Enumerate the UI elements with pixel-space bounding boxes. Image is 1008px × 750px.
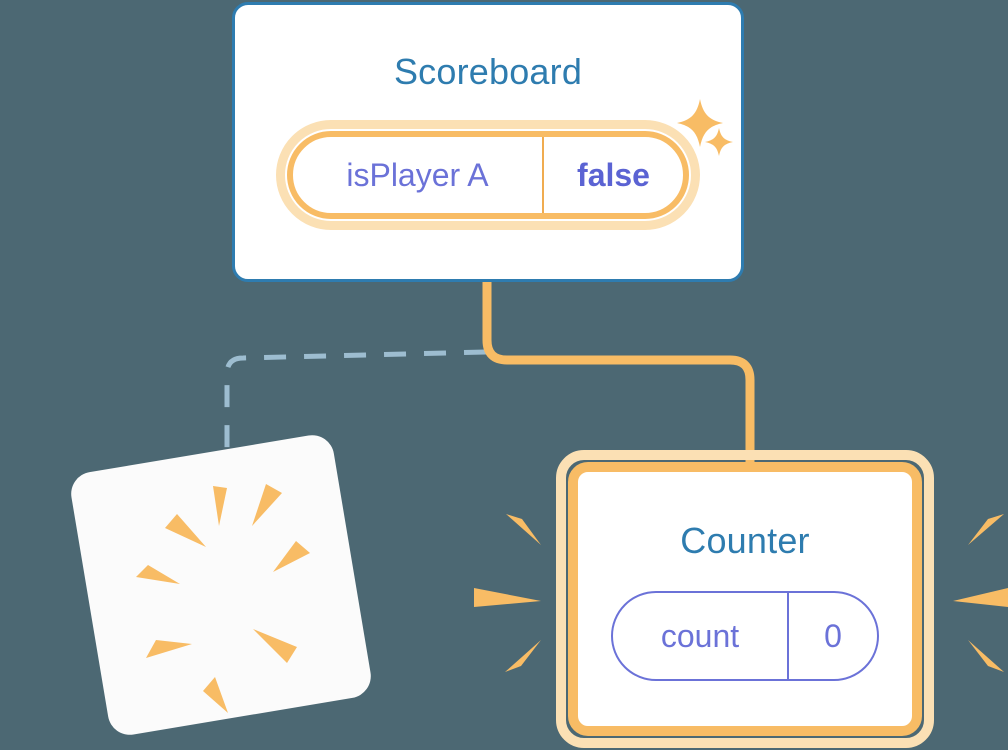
counter-property-value: 0 xyxy=(824,617,842,654)
counter-property-pill[interactable]: count 0 xyxy=(611,591,879,681)
counter-property-divider xyxy=(787,593,789,679)
counter-title: Counter xyxy=(680,520,810,561)
counter-property-key: count xyxy=(660,617,740,654)
burst-counter-left xyxy=(474,514,541,672)
scoreboard-property-divider xyxy=(542,137,544,213)
scoreboard-property-halo xyxy=(276,120,700,230)
sparkle-small-icon xyxy=(705,128,733,156)
scoreboard-property-key: isPlayer A xyxy=(346,156,489,193)
scoreboard-title: Scoreboard xyxy=(393,51,583,92)
connector-scoreboard-to-counter xyxy=(482,280,755,462)
burst-counter-right xyxy=(953,514,1008,672)
scoreboard-property-pill[interactable]: isPlayer A false xyxy=(287,131,689,219)
connector-scoreboard-to-ghost xyxy=(224,349,487,478)
burst-ghost-card-top xyxy=(136,484,310,713)
counter-card-halo xyxy=(556,450,934,748)
sparkle-large-icon xyxy=(677,99,723,147)
scoreboard-property-value: false xyxy=(577,156,650,193)
